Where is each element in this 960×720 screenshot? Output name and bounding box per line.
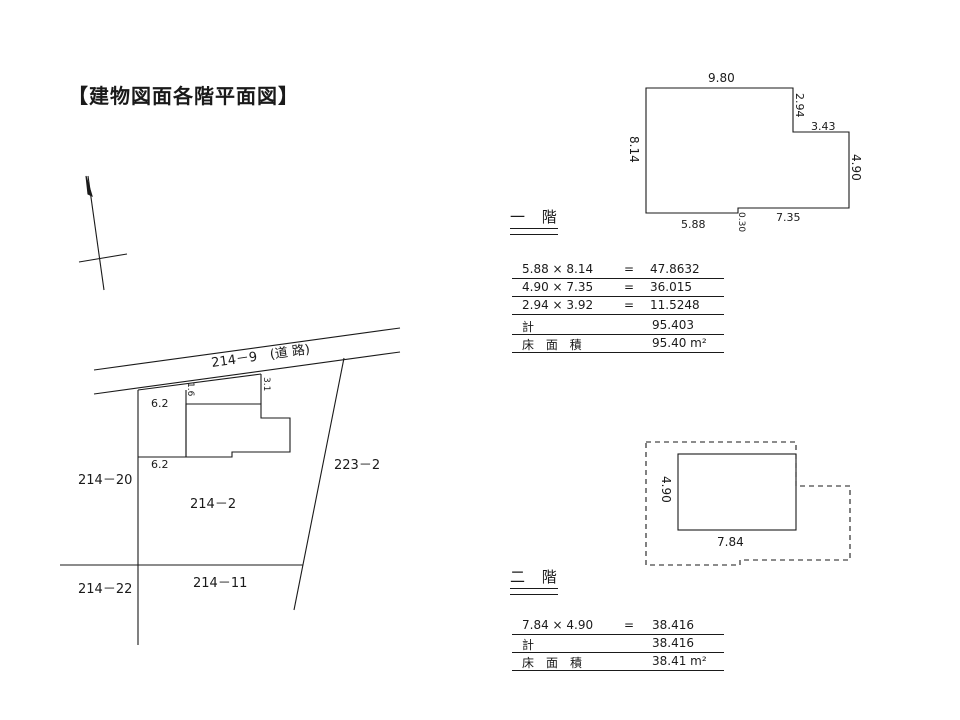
f1-dim-top: 9.80 [708, 71, 735, 85]
lot-main-label: 214－2 [190, 497, 236, 512]
floor1-label-underline [510, 228, 558, 235]
page-title: 【建物図面各階平面図】 [68, 84, 299, 108]
f2-dim-bottom: 7.84 [717, 535, 744, 549]
f1-dim-bottom-step: 0.30 [736, 212, 746, 232]
lot-east-label: 223－2 [334, 458, 380, 473]
floor2-calc-table: 7.84 × 4.90 = 38.416 計 38.416 床 面 積 38.4… [512, 618, 727, 674]
f1-dim-step-v: 2.94 [793, 93, 806, 118]
site-building-outline [185, 403, 291, 458]
floor2-label-underline [510, 588, 558, 595]
f1-dim-right: 4.90 [849, 154, 863, 181]
floor2-label: 二 階 [510, 566, 563, 595]
f1-dim-left: 8.14 [627, 136, 641, 163]
lot-southwest-label: 214－22 [78, 582, 132, 597]
site-dim-west-top: 6.2 [151, 397, 169, 410]
f2-dim-left: 4.90 [659, 476, 673, 503]
floor1-label: 一 階 [510, 206, 563, 235]
lot-west-label: 214－20 [78, 473, 132, 488]
f1-dim-bottom-left: 5.88 [681, 218, 706, 231]
site-dim-west-bottom: 6.2 [151, 458, 169, 471]
floor2-ground-outline-dashed [645, 441, 851, 566]
lot-south-label: 214－11 [193, 576, 247, 591]
floor1-calc-table: 5.88 × 8.14 = 47.8632 4.90 × 7.35 = 36.0… [512, 262, 727, 358]
floor2-outline [677, 453, 797, 531]
f1-dim-step-h: 3.43 [811, 120, 836, 133]
site-dim-north-1: 1.6 [185, 382, 195, 397]
road-band [93, 327, 401, 395]
lot-boundaries [60, 357, 345, 645]
site-dim-north-2: 3.1 [261, 377, 271, 391]
f1-dim-bottom-right: 7.35 [776, 211, 801, 224]
north-arrow-icon [78, 175, 128, 291]
floor1-outline [645, 87, 850, 214]
